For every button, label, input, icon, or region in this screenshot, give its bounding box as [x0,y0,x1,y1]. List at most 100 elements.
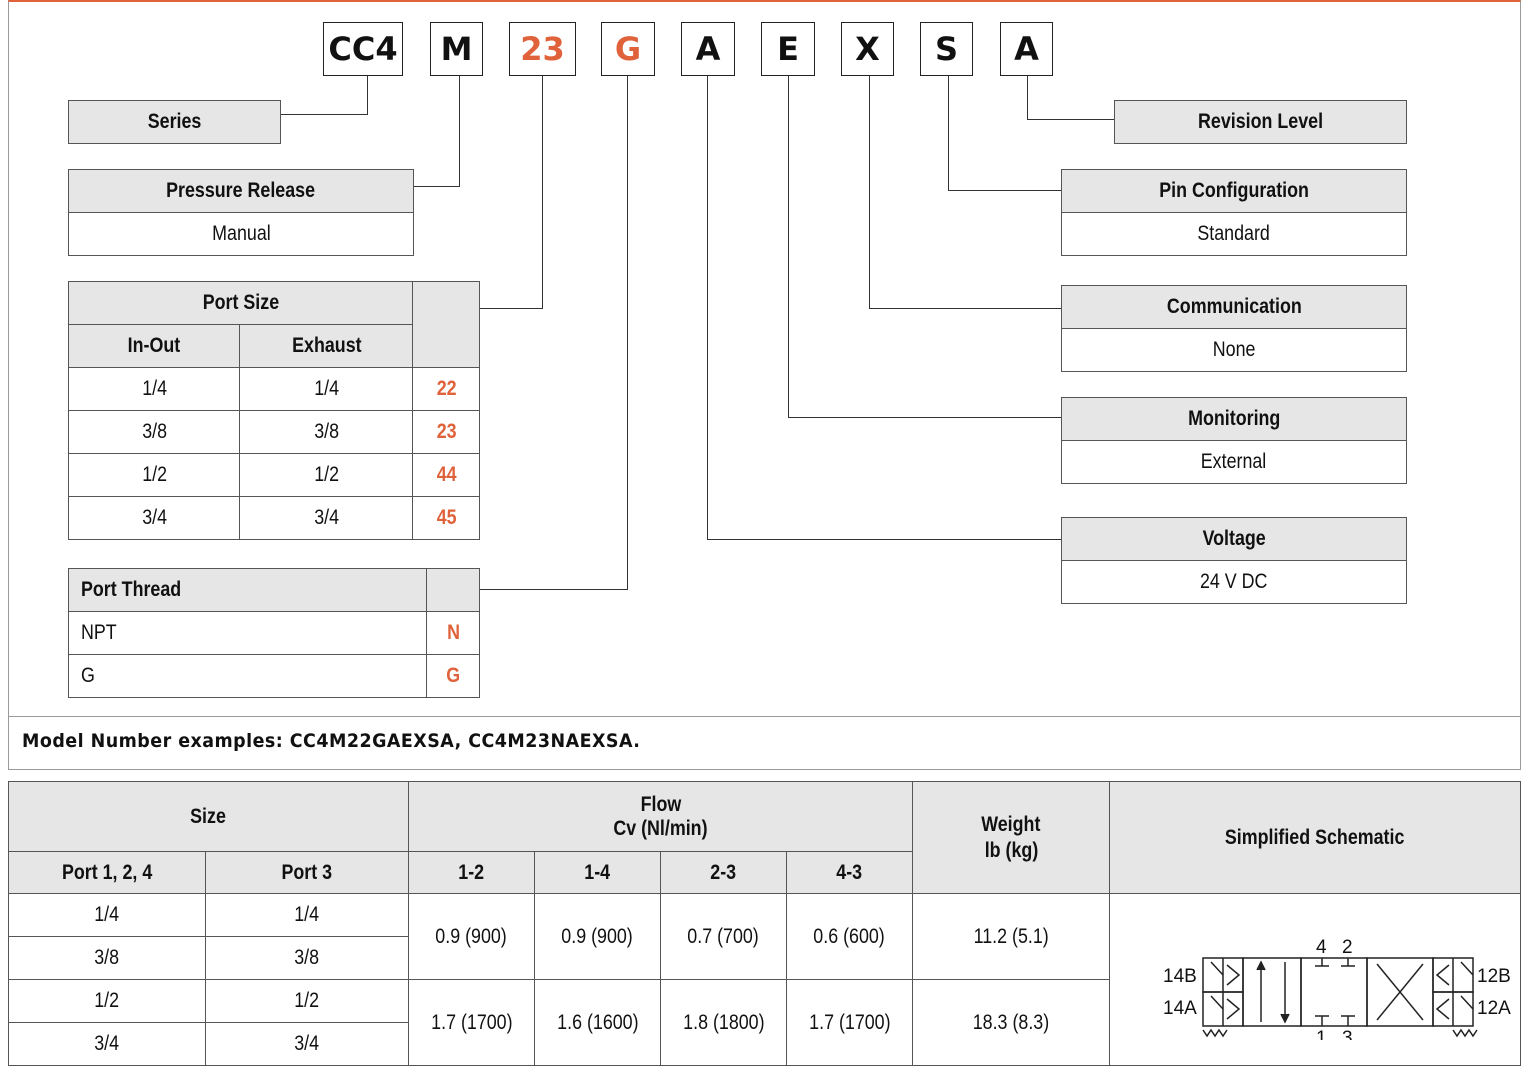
valve-block-left [1242,956,1302,1027]
size-header: Size [190,804,227,828]
table-row: NPT N [67,611,480,655]
size-port124: 3/8 [94,946,120,969]
series-box: Series [68,100,281,144]
communication-value: None [1212,338,1256,361]
thread-code: N [446,621,460,644]
port-size-label: Port Size [202,291,279,314]
label-12b: 12B [1477,966,1511,987]
port-exhaust: 1/4 [314,377,339,400]
table-row: G G [67,654,480,698]
port-1-label: 1 [1316,1028,1327,1040]
port-thread-label: Port Thread [81,578,182,601]
flow-value: 1.7 (1700) [430,1010,513,1034]
flow-header: Flow [640,792,681,816]
connector-line [542,76,544,309]
schematic-cell: 14B 14A 12B 12A 4 2 1 3 [1109,893,1521,1066]
connector-line [948,76,950,191]
flow-unit: Cv (Nl/min) [613,816,708,840]
connector-line [280,114,368,116]
port3-header: Port 3 [281,860,333,884]
connector-line [367,76,369,115]
size-port3: 1/4 [294,903,320,926]
valve-block-center [1300,956,1368,1027]
size-port124: 3/4 [94,1032,120,1055]
size-port3: 1/2 [294,989,320,1012]
connector-line [459,76,461,187]
connector-line [869,76,871,309]
size-port124: 1/2 [94,989,120,1012]
code-voltage: A [681,22,735,76]
table-row: 1/4 1/4 22 [67,367,480,411]
flow-col-header: 2-3 [710,860,737,884]
connector-line [948,190,1061,192]
weight-header: Weight [981,812,1041,836]
flow-col-header: 1-2 [458,860,485,884]
pin-configuration-label: Pin Configuration [1159,179,1309,202]
code-revision-level: A [1000,22,1053,76]
schematic-header: Simplified Schematic [1225,825,1405,849]
connector-line [788,417,1061,419]
voltage-box: Voltage 24 V DC [1061,517,1407,604]
thread-code: G [446,664,461,687]
port-3-label: 3 [1342,1028,1353,1040]
code-communication: X [841,22,894,76]
port-in-out: 1/2 [141,463,167,486]
model-examples-frame [8,716,1521,770]
connector-line [707,76,709,540]
connector-line [869,308,1061,310]
port-code: 44 [436,463,457,486]
port-in-out: 3/8 [141,420,167,443]
flow-value: 1.6 (1600) [556,1010,639,1034]
port-thread-table: Port Thread NPT N G G [67,568,480,698]
communication-box: Communication None [1061,285,1407,372]
table-row: 3/4 3/4 45 [67,496,480,540]
pin-configuration-value: Standard [1197,222,1271,245]
label-14a: 14A [1163,998,1197,1019]
port-code: 45 [436,506,457,529]
connector-line [707,539,1061,541]
weight-value: 18.3 (8.3) [972,1010,1050,1034]
code-pressure-release: M [430,22,483,76]
port-exhaust: 3/4 [314,506,339,529]
voltage-label: Voltage [1202,527,1266,550]
pin-configuration-box: Pin Configuration Standard [1061,169,1407,256]
port-exhaust: 3/8 [314,420,339,443]
table-row: 3/8 3/8 23 [67,410,480,454]
size-port3: 3/8 [294,946,320,969]
port-size-table: Port Size In-Out Exhaust 1/4 1/4 22 3/8 … [67,281,480,540]
connector-line [788,76,790,418]
spec-table: Size Flow Cv (Nl/min) Weight lb (kg) Sim… [8,781,1521,1066]
code-series: CC4 [323,22,403,76]
flow-value: 0.7 (700) [687,924,760,948]
port-size-col-exhaust: Exhaust [291,334,362,357]
monitoring-box: Monitoring External [1061,397,1407,484]
label-14b: 14B [1163,966,1197,987]
weight-unit: lb (kg) [984,838,1038,862]
port124-header: Port 1, 2, 4 [61,860,153,884]
port-2-label: 2 [1342,937,1353,958]
table-row: 1/2 1/2 44 [67,453,480,497]
port-in-out: 1/4 [141,377,167,400]
port-thread-code-header [426,568,480,612]
table-row: 3/8 3/8 [8,936,1521,980]
flow-value: 0.9 (900) [561,924,634,948]
model-examples-text: Model Number examples: CC4M22GAEXSA, CC4… [22,730,641,752]
connector-line [1027,119,1114,121]
port-size-col-in-out: In-Out [127,334,181,357]
voltage-value: 24 V DC [1200,570,1268,593]
flow-value: 1.7 (1700) [808,1010,891,1034]
valve-schematic: 14B 14A 12B 12A 4 2 1 3 [1163,937,1511,1040]
port-code: 22 [436,377,457,400]
flow-value: 1.8 (1800) [682,1010,765,1034]
flow-value: 0.9 (900) [435,924,508,948]
port-code: 23 [436,420,457,443]
connector-line [479,308,543,310]
monitoring-value: External [1201,450,1267,473]
table-row: 1/2 1/2 1.7 (1700) 1.6 (1600) 1.8 (1800)… [8,979,1521,1066]
table-row: 3/4 3/4 [8,1022,1521,1066]
thread-name: G [81,664,95,687]
pressure-release-value: Manual [211,222,271,245]
flow-col-header: 4-3 [836,860,863,884]
code-pin-configuration: S [920,22,973,76]
series-label: Series [147,110,202,133]
